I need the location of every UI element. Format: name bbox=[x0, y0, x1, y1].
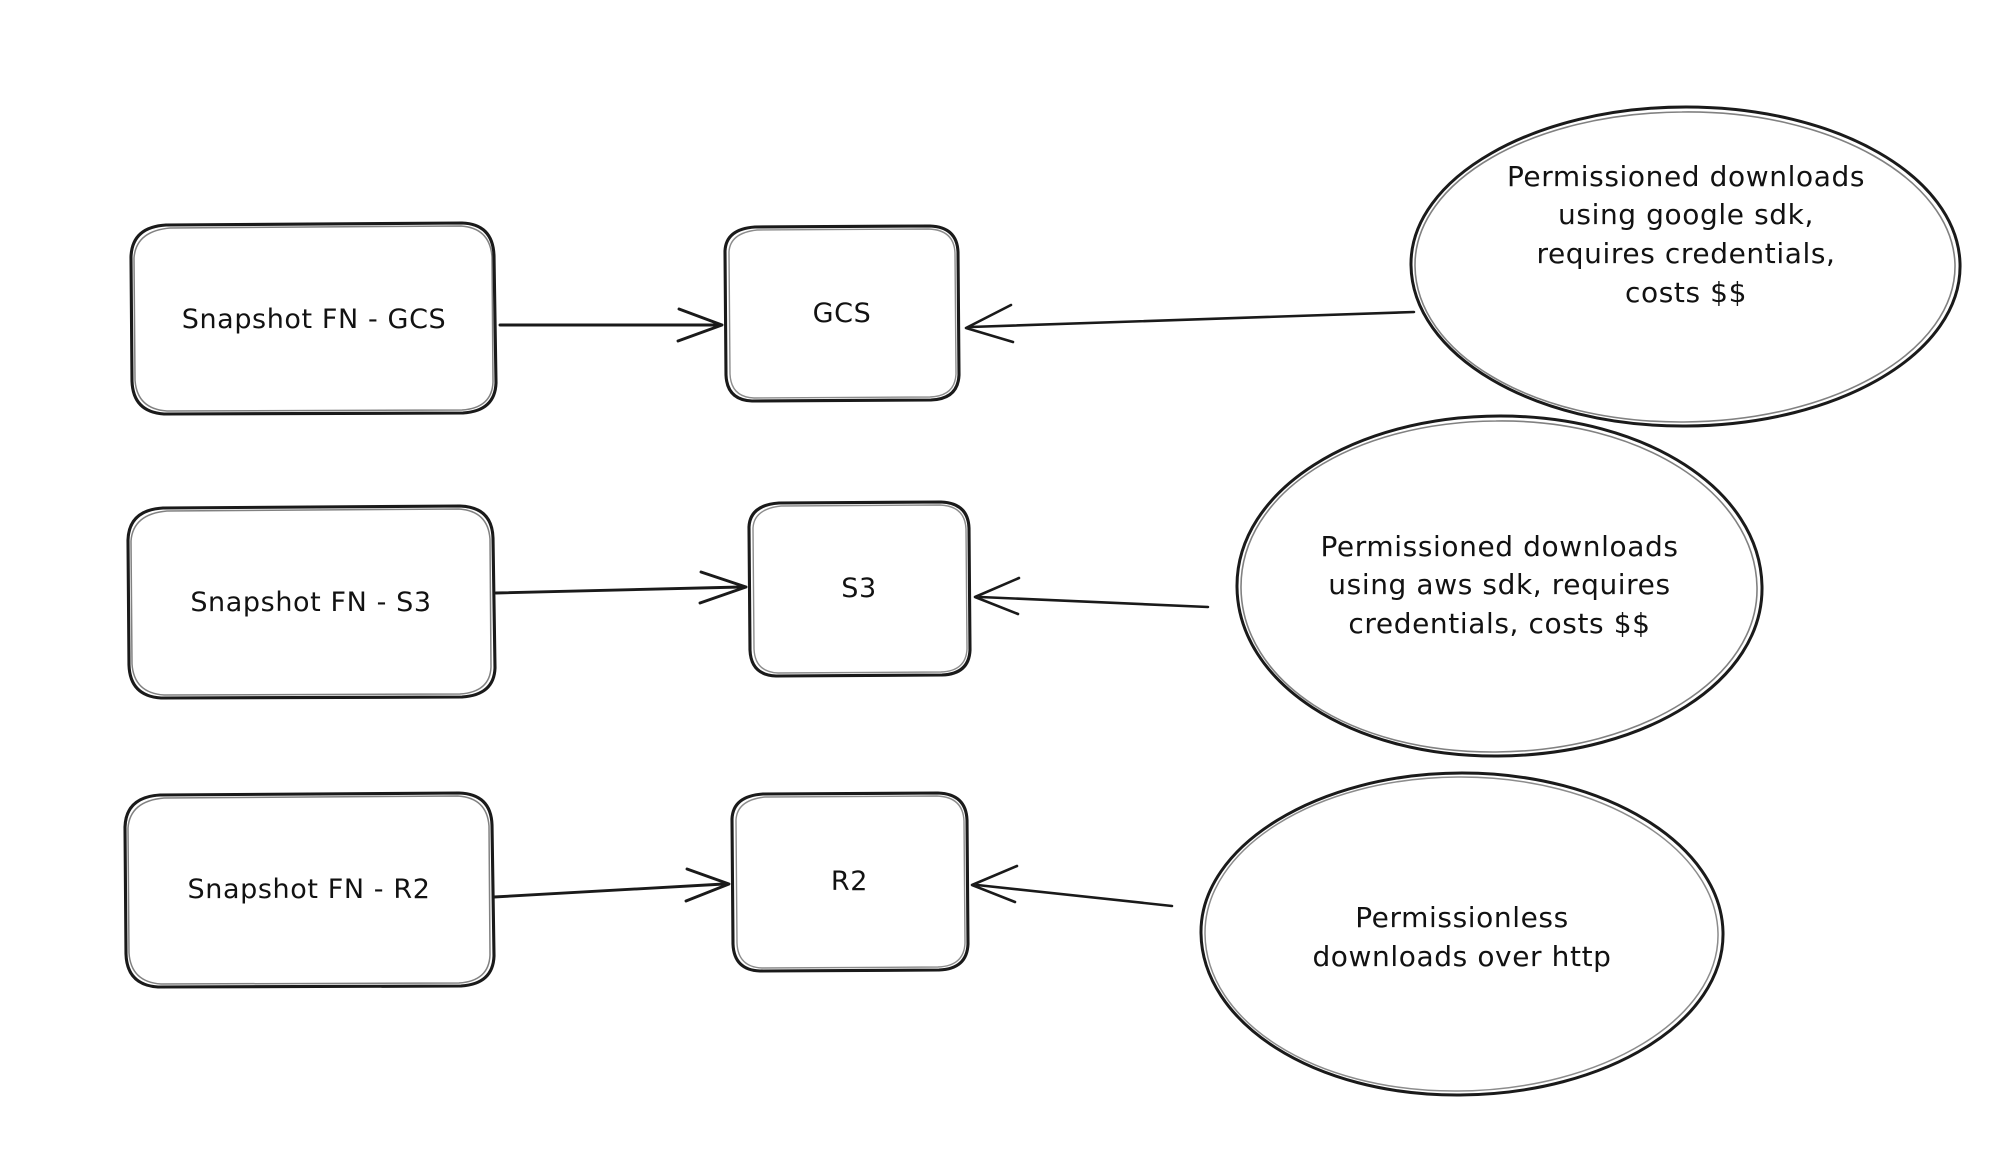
node-snapshot-fn-r2-shape[interactable] bbox=[123, 791, 496, 989]
note-s3-shape[interactable] bbox=[1235, 414, 1764, 758]
edge-snapshot-r2-to-r2 bbox=[492, 867, 731, 903]
edge-snapshot-s3-to-s3 bbox=[494, 570, 748, 605]
node-snapshot-fn-gcs-shape[interactable] bbox=[129, 221, 498, 416]
edge-note-gcs-to-gcs bbox=[964, 303, 1416, 344]
edge-note-s3-to-s3 bbox=[973, 576, 1210, 616]
edge-note-r2-to-r2 bbox=[970, 864, 1174, 908]
node-s3-shape[interactable] bbox=[747, 500, 972, 678]
edge-snapshot-gcs-to-gcs bbox=[498, 307, 724, 343]
note-r2-shape[interactable] bbox=[1199, 771, 1725, 1097]
note-gcs-shape[interactable] bbox=[1409, 105, 1962, 428]
node-snapshot-fn-s3-shape[interactable] bbox=[126, 504, 497, 700]
node-gcs-shape[interactable] bbox=[723, 224, 961, 403]
node-r2-shape[interactable] bbox=[730, 791, 970, 973]
